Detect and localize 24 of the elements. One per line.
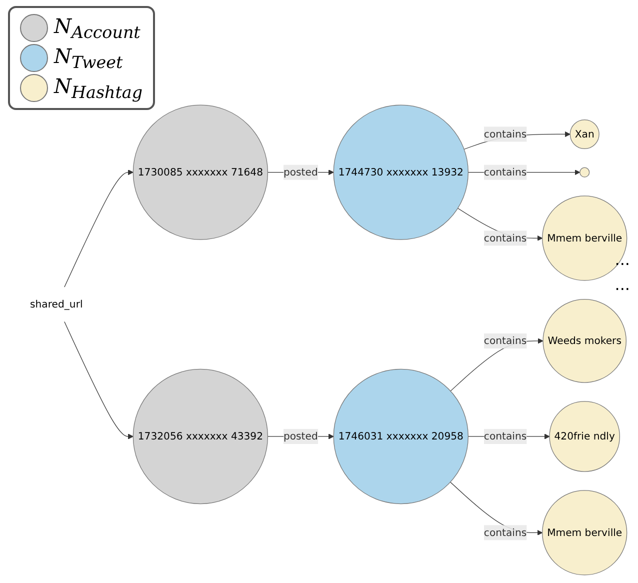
edge-label: contains xyxy=(484,128,527,140)
legend-text: N$_{Hashtag}$ xyxy=(54,74,143,102)
node-circle: Weeds mokers xyxy=(542,299,626,383)
node-circle: Mmem berville xyxy=(542,490,628,576)
node-circle: 1744730 xxxxxxx 13932 xyxy=(333,104,468,240)
edge-label: contains xyxy=(484,232,527,244)
edge-label: posted xyxy=(283,166,318,178)
arrow xyxy=(64,170,134,288)
node-circle: 1732056 xxxxxxx 43392 xyxy=(132,368,268,504)
node-circle: 420frie ndly xyxy=(549,401,620,472)
arrow xyxy=(64,321,134,440)
edge-label: contains xyxy=(484,166,527,178)
edge-label: contains xyxy=(484,526,527,538)
edge-label: contains xyxy=(484,430,527,442)
node-text: shared_url xyxy=(30,298,83,310)
ellipsis-note: ... xyxy=(614,250,630,269)
node-circle xyxy=(580,167,590,178)
node-circle: 1746031 xxxxxxx 20958 xyxy=(333,368,468,504)
node-circle: 1730085 xxxxxxx 71648 xyxy=(132,104,268,240)
legend-text: N$_{Account}$ xyxy=(54,14,140,42)
node-circle: Xan xyxy=(570,119,600,150)
edge-label: posted xyxy=(283,430,318,442)
legend-text: N$_{Tweet}$ xyxy=(54,44,123,72)
edge-label: contains xyxy=(484,334,527,347)
